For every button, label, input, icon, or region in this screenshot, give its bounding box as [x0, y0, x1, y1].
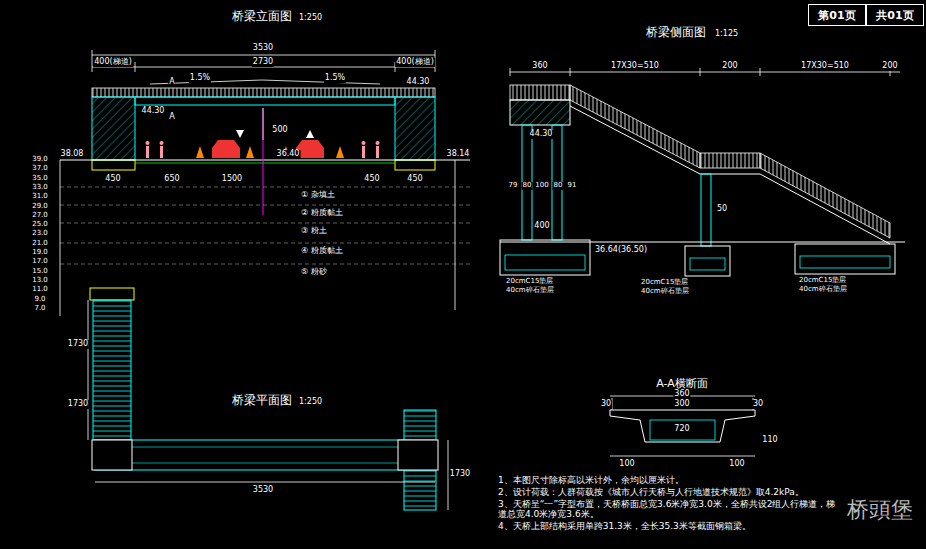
scale-number: 15.0	[31, 268, 49, 276]
bedding-note: 40cm碎石垫层	[640, 288, 690, 296]
soil-layer: ③ 粉土	[300, 227, 328, 236]
dimension: 30	[600, 400, 612, 409]
scale-number: 23.0	[31, 230, 49, 238]
scale-number: 17.0	[31, 258, 49, 266]
scale-number: 7.0	[33, 305, 46, 313]
bedding-note: 40cm碎石垫层	[798, 286, 848, 294]
dimension: 1730	[449, 470, 471, 479]
scale-number: 21.0	[31, 240, 49, 248]
dimension: 80	[553, 182, 564, 190]
scale-number: 31.0	[31, 193, 49, 201]
view-title: 桥梁平面图	[231, 394, 293, 407]
scale-number: 33.0	[31, 184, 49, 192]
dimension: 3530	[252, 44, 274, 53]
slope: 1.5%	[324, 74, 346, 83]
soil-layer: ② 粉质黏土	[300, 209, 344, 218]
dimension: 2730	[252, 58, 274, 67]
scale-number: 29.0	[31, 203, 49, 211]
design-note: 4、天桥上部结构采用单跨31.3米，全长35.3米等截面钢箱梁。	[497, 522, 844, 532]
dimension: 17X30=510	[800, 62, 850, 71]
dimension: 30	[752, 400, 764, 409]
elevation: 36.64(36.50)	[594, 246, 648, 255]
dimension: 500	[271, 126, 288, 135]
dimension: 400(梯道)	[395, 58, 435, 67]
dimension: 50	[716, 205, 728, 214]
page-number: 第01页	[814, 8, 859, 23]
scale-number: 25.0	[31, 221, 49, 229]
scale-number: 13.0	[31, 277, 49, 285]
scale: 1:250	[298, 14, 323, 23]
bedding-note: 20cmC15垫层	[798, 277, 847, 285]
section-mark: A	[168, 78, 175, 87]
dimension: 400(梯道)	[93, 58, 133, 67]
dimension: 200	[721, 62, 738, 71]
dimension: 200	[881, 62, 898, 71]
dimension: 450	[363, 175, 380, 184]
dimension: 360	[673, 390, 690, 399]
dimension: 450	[406, 175, 423, 184]
scale-number: 9.0	[33, 296, 46, 304]
view-title: A-A横断面	[655, 378, 709, 390]
dimension: 91	[567, 182, 578, 190]
dimension: 360	[531, 62, 548, 71]
scale-number: 39.0	[31, 156, 49, 164]
dimension: 1500	[221, 175, 243, 184]
elevation: 44.30	[529, 130, 554, 139]
design-note: 3、天桥呈“一”字型布置，天桥桥面总宽3.6米净宽3.0米，全桥共设2组人行梯道…	[497, 500, 844, 520]
scale-number: 35.0	[31, 175, 49, 183]
page-cell: 共01页	[866, 4, 924, 26]
dimension: 450	[104, 175, 121, 184]
dimension: 300	[673, 400, 690, 409]
elevation: 36.40	[276, 150, 301, 159]
dimension: 400	[533, 222, 550, 231]
dimension: 1730	[67, 400, 89, 409]
soil-layer: ⑤ 粉砂	[300, 268, 328, 277]
scale-number: 27.0	[31, 212, 49, 220]
scale-number: 37.0	[31, 165, 49, 173]
dimension: 650	[163, 175, 180, 184]
elevation: 38.14	[446, 150, 471, 159]
scale-number: 19.0	[31, 249, 49, 257]
dimension: 100	[534, 182, 549, 190]
bedding-note: 40cm碎石垫层	[505, 287, 555, 295]
elevation: 44.30	[406, 78, 431, 87]
dimension: 100	[618, 460, 635, 469]
dimension: 720	[673, 425, 690, 434]
dimension: 17X30=510	[610, 62, 660, 71]
watermark: 桥頭堡	[846, 498, 914, 522]
scale-number: 11.0	[31, 286, 49, 294]
dimension: 80	[522, 182, 533, 190]
soil-layer: ① 杂填土	[300, 191, 336, 200]
elevation: 44.30	[141, 107, 166, 116]
dimension: 3530	[252, 486, 274, 495]
design-note: 1、本图尺寸除标高以米计外，余均以厘米计。	[497, 476, 844, 486]
soil-layer: ④ 粉质黏土	[300, 247, 344, 256]
page-cell: 第01页	[808, 4, 866, 26]
view-title: 桥梁立面图	[231, 10, 293, 23]
scale: 1:125	[714, 30, 739, 39]
dimension: 100	[728, 460, 745, 469]
scale: 1:250	[298, 398, 323, 407]
view-title: 桥梁侧面图	[645, 26, 707, 39]
section-mark: A	[168, 113, 175, 122]
bedding-note: 20cmC15垫层	[640, 279, 689, 287]
dimension: 110	[761, 436, 778, 445]
page-number: 共01页	[872, 8, 917, 23]
dimension: 1730	[67, 340, 89, 349]
bedding-note: 20cmC15垫层	[505, 278, 554, 286]
dimension: 79	[508, 182, 519, 190]
elevation: 38.08	[60, 150, 85, 159]
slope: 1.5%	[189, 74, 211, 83]
design-note: 2、设计荷载：人群荷载按《城市人行天桥与人行地道技术规范》取4.2kPa。	[497, 488, 844, 498]
